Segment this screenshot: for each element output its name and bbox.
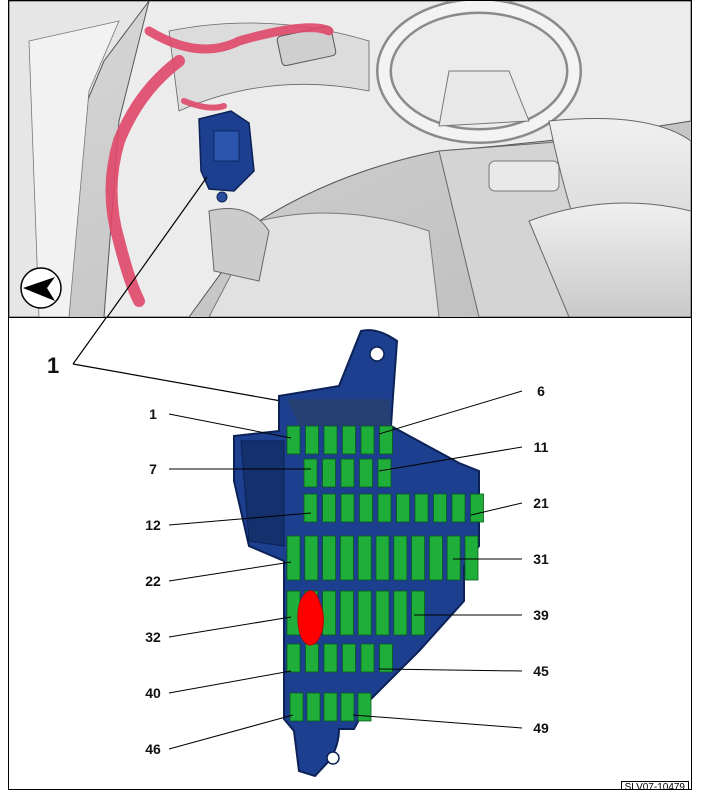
fuse-slot xyxy=(451,493,466,523)
fuse-slot xyxy=(357,692,372,722)
fuse-label-1: 1 xyxy=(149,406,157,422)
fuse-label-45: 45 xyxy=(533,663,549,679)
fuse-slot xyxy=(322,535,337,581)
fuse-slot xyxy=(304,535,319,581)
fuse-slot xyxy=(305,643,319,673)
fuse-slot xyxy=(396,493,410,523)
fuse-slot xyxy=(411,590,426,636)
fuse-box-diagram: 1 1 7 12 22 32 40 46 6 xyxy=(47,317,549,778)
fuse-slot xyxy=(303,458,318,488)
fuse-label-49: 49 xyxy=(533,720,549,736)
fuse-slot xyxy=(357,590,372,636)
fuse-label-32: 32 xyxy=(145,629,161,645)
fuse-slot xyxy=(323,692,338,722)
fuse-slot xyxy=(322,493,336,523)
fuse-grid xyxy=(286,425,484,722)
fuse-slot xyxy=(360,425,375,455)
fuse-slot xyxy=(286,425,301,455)
fuse-slot xyxy=(340,458,355,488)
fuse-slot xyxy=(339,590,354,636)
fuse-slot xyxy=(286,535,301,581)
fuse-slot xyxy=(464,535,479,581)
highlighted-fuse-marker xyxy=(297,590,324,646)
fuse-label-46: 46 xyxy=(145,741,161,757)
fuse-slot xyxy=(414,493,429,523)
figure-reference: SLV07-10479 xyxy=(620,781,689,789)
fuse-slot xyxy=(359,458,373,488)
fuse-slot xyxy=(323,643,338,673)
left-fuse-labels: 1 7 12 22 32 40 46 xyxy=(145,406,312,757)
fuse-slot xyxy=(470,493,484,523)
fuse-slot xyxy=(340,493,355,523)
fuse-slot xyxy=(357,535,372,581)
mounting-hole xyxy=(326,751,340,765)
fuse-slot xyxy=(377,458,392,488)
fuse-label-22: 22 xyxy=(145,573,161,589)
fuse-label-7: 7 xyxy=(149,461,157,477)
callout-main-label: 1 xyxy=(47,353,59,378)
fuse-label-12: 12 xyxy=(145,517,161,533)
fuse-slot xyxy=(306,692,321,722)
fuse-slot xyxy=(303,493,318,523)
direction-arrow-icon xyxy=(20,267,62,309)
callout-leader-photo xyxy=(72,317,108,365)
fuse-label-6: 6 xyxy=(537,383,545,399)
fuse-label-39: 39 xyxy=(533,607,549,623)
fuse-slot xyxy=(305,425,319,455)
callout-leader-diagram xyxy=(72,363,282,402)
fuse-label-40: 40 xyxy=(145,685,161,701)
fuse-slot xyxy=(428,535,443,581)
fuse-slot xyxy=(289,692,304,722)
fuse-slot xyxy=(286,643,301,673)
right-fuse-labels: 6 11 21 31 39 45 49 xyxy=(352,383,549,736)
vehicle-interior-illustration xyxy=(9,1,691,318)
fuse-slot xyxy=(340,692,355,722)
fuse-slot xyxy=(339,535,354,581)
fuse-label-31: 31 xyxy=(533,551,549,567)
fuse-slot xyxy=(323,425,338,455)
fuse-slot xyxy=(342,643,356,673)
fuse-slot xyxy=(377,493,392,523)
fuse-slot xyxy=(433,493,447,523)
figure-frame: 1 1 7 12 22 32 40 46 6 xyxy=(8,0,692,790)
fuse-slot xyxy=(379,643,393,673)
fuse-slot xyxy=(360,643,375,673)
fuse-slot xyxy=(342,425,356,455)
fuse-slot xyxy=(393,590,408,636)
fuse-slot xyxy=(393,535,408,581)
mounting-hole xyxy=(369,346,385,362)
fuse-slot xyxy=(322,458,336,488)
fuse-slot xyxy=(446,535,461,581)
fuse-label-21: 21 xyxy=(533,495,549,511)
fuse-slot xyxy=(359,493,373,523)
fuse-slot xyxy=(322,590,337,636)
fuse-label-11: 11 xyxy=(534,439,549,455)
fuse-slot xyxy=(411,535,426,581)
fuse-slot xyxy=(375,535,390,581)
fuse-slot xyxy=(375,590,390,636)
